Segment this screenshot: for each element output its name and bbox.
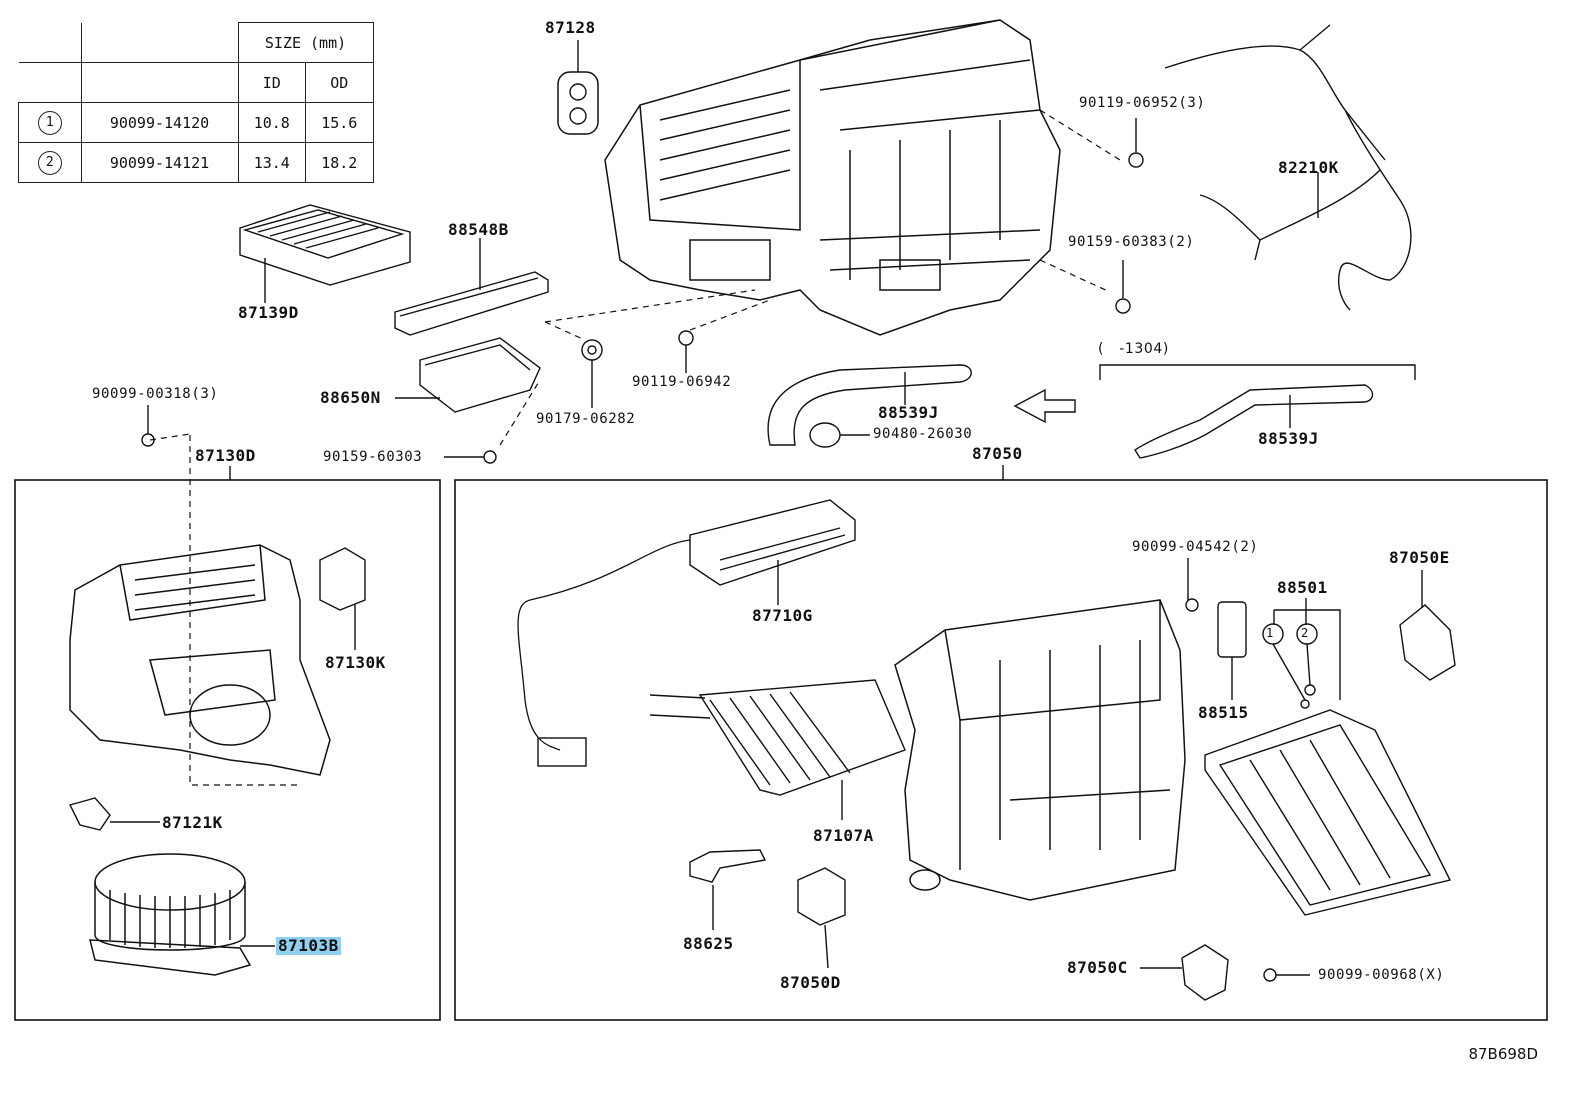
actuator-87130k (319, 547, 366, 611)
filter-87139d (239, 204, 411, 286)
label-88625[interactable]: 88625 (683, 934, 734, 953)
table-row: 2 90099-14121 13.4 18.2 (18, 142, 374, 183)
heater-87107a (698, 679, 906, 796)
label-87121k[interactable]: 87121K (162, 813, 223, 832)
blower-unit-87130d (69, 544, 331, 776)
label-90159-60303[interactable]: 90159-60303 (323, 449, 423, 465)
col-od: OD (305, 62, 374, 103)
id-value: 13.4 (237, 142, 306, 183)
od-value: 18.2 (305, 142, 374, 183)
actuator-87050d (797, 867, 846, 926)
valve-88515 (1217, 601, 1247, 658)
label-87107a[interactable]: 87107A (813, 826, 874, 845)
bracket-87121k (68, 797, 111, 831)
diagram-code: 87B698D (1468, 1045, 1538, 1063)
label-88650n[interactable]: 88650N (320, 388, 381, 407)
sensor-88625 (689, 849, 767, 883)
hvac-case-87050 (894, 599, 1186, 901)
label-88539j[interactable]: 88539J (878, 403, 939, 422)
label-87050d[interactable]: 87050D (780, 973, 841, 992)
label-88501[interactable]: 88501 (1277, 578, 1328, 597)
label-90099-04542[interactable]: 90099-04542(2) (1132, 539, 1259, 555)
ref-2-label: 2 (1301, 626, 1309, 640)
box-87130d (14, 479, 441, 1021)
harness-82210k (1164, 24, 1412, 311)
size-header: SIZE (mm) (237, 22, 374, 63)
module-88650n (419, 337, 541, 413)
part-number: 90099-14120 (80, 102, 239, 143)
actuator-87050c (1181, 944, 1229, 1001)
label-88515[interactable]: 88515 (1198, 703, 1249, 722)
label-90480-26030[interactable]: 90480-26030 (873, 426, 973, 442)
evaporator (1204, 709, 1452, 916)
label-87130k[interactable]: 87130K (325, 653, 386, 672)
label-88539j-variant[interactable]: 88539J (1258, 429, 1319, 448)
direction-arrow (1013, 388, 1076, 424)
panel-88548b (394, 271, 549, 336)
label-87103b-highlighted[interactable]: 87103B (276, 936, 341, 955)
col-id: ID (237, 62, 306, 103)
label-87128[interactable]: 87128 (545, 18, 596, 37)
label-90119-06952[interactable]: 90119-06952(3) (1079, 95, 1206, 111)
label-90099-00318[interactable]: 90099-00318(3) (92, 386, 219, 402)
label-87130d[interactable]: 87130D (195, 446, 256, 465)
ref-circle-1: 1 (37, 110, 62, 135)
part-number: 90099-14121 (80, 142, 239, 183)
hose-88539j (767, 364, 972, 446)
id-value: 10.8 (237, 102, 306, 143)
ref-circle-2: 2 (37, 150, 62, 175)
label-87710g[interactable]: 87710G (752, 606, 813, 625)
size-table: SIZE (mm) ID OD 1 90099-14120 10.8 15.6 … (18, 22, 374, 183)
label-90099-00968[interactable]: 90099-00968(X) (1318, 967, 1445, 983)
hvac-main-unit (604, 19, 1061, 336)
label-82210k[interactable]: 82210K (1278, 158, 1339, 177)
screw-icons (141, 118, 1310, 982)
actuator-87050e (1399, 604, 1456, 681)
label-87050[interactable]: 87050 (972, 444, 1023, 463)
label-90159-60383[interactable]: 90159-60383(2) (1068, 234, 1195, 250)
grommet-90480 (809, 422, 841, 448)
table-row: 1 90099-14120 10.8 15.6 (18, 102, 374, 143)
box-87050 (454, 479, 1548, 1021)
label-87139d[interactable]: 87139D (238, 303, 299, 322)
label-88548b[interactable]: 88548B (448, 220, 509, 239)
label-87050c[interactable]: 87050C (1067, 958, 1128, 977)
label-90119-06942[interactable]: 90119-06942 (632, 374, 732, 390)
label-87050e[interactable]: 87050E (1389, 548, 1450, 567)
label-90179-06282[interactable]: 90179-06282 (536, 411, 636, 427)
ref-1-label: 1 (1266, 626, 1274, 640)
hose-88539j-variant (1134, 384, 1374, 459)
blower-motor-87103b (89, 853, 252, 976)
od-value: 15.6 (305, 102, 374, 143)
heater-core-87710g (689, 499, 856, 586)
label-range-1304: ( -1304) (1098, 341, 1169, 357)
